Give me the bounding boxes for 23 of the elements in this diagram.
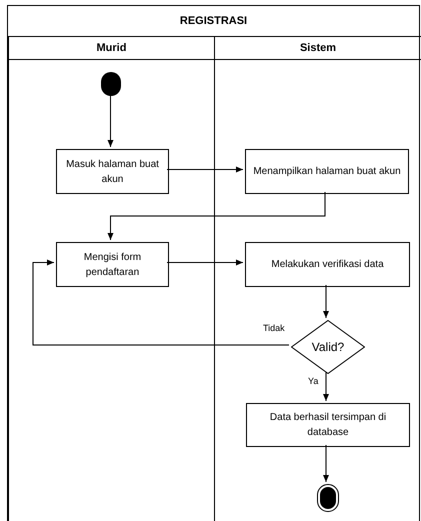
activity-box: Menampilkan halaman buat akun (245, 149, 409, 194)
arrow (166, 166, 244, 172)
activity-box: Data berhasil tersimpan di database (246, 403, 410, 447)
decision-diamond (291, 320, 365, 374)
arrow (32, 260, 290, 346)
activity-box: Melakukan verifikasi data (245, 242, 410, 287)
arrow (108, 94, 114, 148)
activity-box: Masuk halaman buat akun (56, 149, 169, 194)
swimlane-pool (7, 5, 420, 521)
activity-box: Mengisi form pendaftaran (56, 242, 169, 287)
lane-title: Murid (9, 37, 214, 60)
arrow (166, 260, 244, 266)
arrow (323, 444, 329, 482)
pool-title: REGISTRASI (178, 14, 248, 29)
arrow (323, 372, 329, 402)
decision-text: Valid? (312, 339, 344, 356)
end-node (317, 484, 339, 512)
swimlane (214, 36, 421, 521)
lane-title: Sistem (215, 37, 421, 60)
swimlane (8, 36, 214, 521)
arrow (323, 284, 329, 318)
start-node (101, 72, 121, 96)
arrow (108, 192, 326, 240)
